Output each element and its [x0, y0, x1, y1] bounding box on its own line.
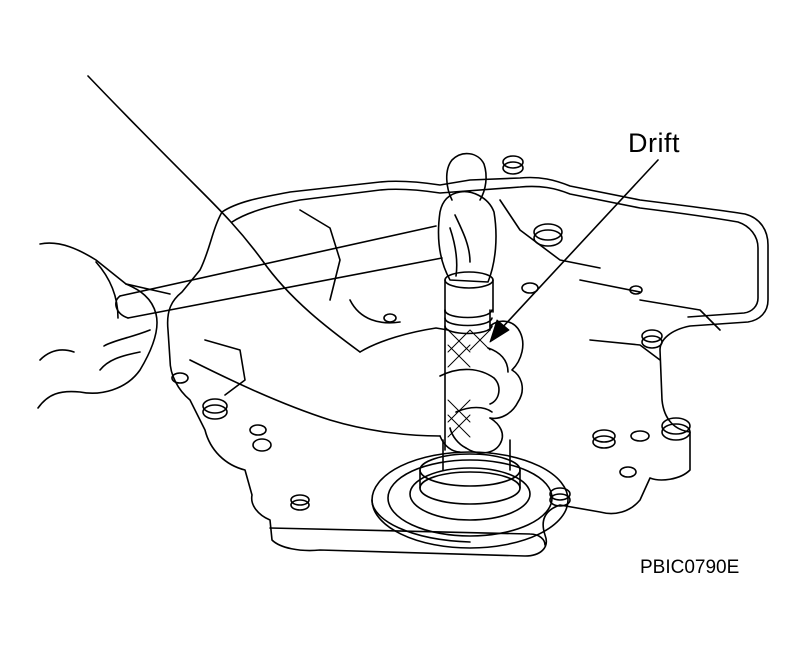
- housing-cover: [166, 176, 769, 557]
- callout-label-drift: Drift: [628, 128, 680, 158]
- left-hand: [37, 242, 171, 409]
- hammer: [115, 152, 497, 319]
- callout-leader-line: [499, 159, 659, 331]
- right-hand: [87, 75, 524, 454]
- figure-code: PBIC0790E: [640, 557, 740, 578]
- drift-tool: [419, 271, 521, 505]
- callout-arrowhead: [489, 319, 510, 343]
- bolt-bosses: [171, 155, 691, 511]
- seal-bore: [371, 451, 569, 549]
